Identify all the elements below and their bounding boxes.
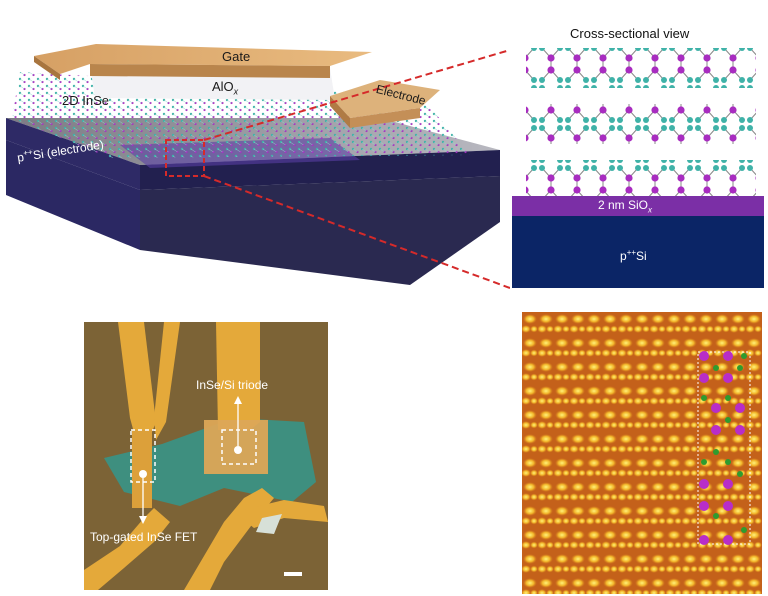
inse-label: 2D InSe — [62, 93, 109, 108]
cross-section-title: Cross-sectional view — [570, 26, 689, 41]
fet-electrode-right — [154, 322, 180, 440]
fet-gate — [132, 430, 152, 508]
device-schematic: Gate AlOx 2D InSe Electrode p++Si (elect… — [0, 0, 510, 292]
fet-label: Top-gated InSe FET — [90, 530, 197, 544]
fet-electrode-left — [118, 322, 156, 442]
gate-front-face — [90, 64, 330, 78]
alox-label: AlOx — [212, 79, 238, 97]
atomic-layers — [512, 44, 764, 214]
gate-label: Gate — [222, 49, 250, 64]
stem-image — [522, 312, 762, 594]
sio2-label: 2 nm SiOx — [598, 198, 652, 214]
scale-bar — [284, 572, 302, 576]
triode-label: InSe/Si triode — [196, 378, 268, 392]
triode-marker-dot — [234, 446, 242, 454]
bottom-left-lead — [84, 508, 170, 590]
micrograph-drawing — [84, 322, 328, 590]
bottom-center-lead — [184, 488, 274, 590]
fet-marker-dot — [139, 470, 147, 478]
substrate-body — [140, 176, 500, 285]
inse-layer-1 — [526, 48, 756, 88]
si-substrate-label: p++Si — [620, 248, 647, 263]
inse-layer-3 — [526, 160, 756, 200]
cross-section-panel: Cross-sectional view 2 nm SiOx p+ — [512, 20, 764, 290]
stem-drawing — [522, 312, 762, 594]
inse-layer-2 — [526, 104, 756, 144]
optical-micrograph: InSe/Si triode Top-gated InSe FET — [84, 322, 328, 590]
